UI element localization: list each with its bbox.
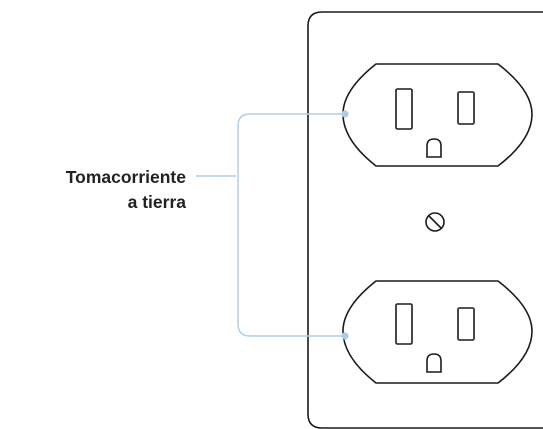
callout-bracket — [196, 110, 349, 340]
callout-dot-top — [341, 110, 349, 118]
outlet-top — [342, 63, 533, 167]
outlet-top-face — [342, 63, 533, 167]
outlet-bottom-face — [342, 280, 533, 384]
outlet-top-slot-short — [457, 91, 475, 125]
screw-icon — [425, 212, 445, 232]
outlet-bottom — [342, 280, 533, 384]
outlet-bottom-slot-short — [457, 307, 475, 341]
label-line-1: Tomacorriente — [66, 167, 187, 187]
outlet-top-ground-hole — [426, 138, 442, 158]
callout-dot-bottom — [341, 332, 349, 340]
outlet-top-slot-tall — [395, 88, 413, 130]
wall-plate — [307, 11, 543, 429]
label-line-2: a tierra — [128, 192, 187, 212]
outlet-bottom-ground-hole — [426, 353, 442, 373]
outlet-bottom-slot-tall — [395, 303, 413, 345]
